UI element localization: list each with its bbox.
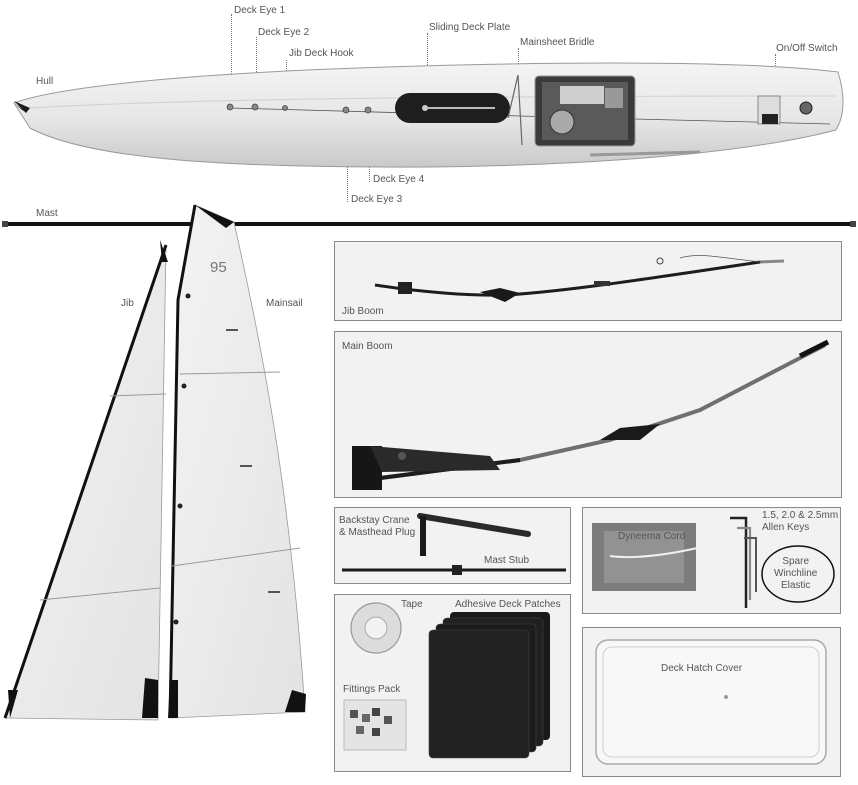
allen-key-3 xyxy=(744,537,757,592)
fittings-pack-label: Fittings Pack xyxy=(343,684,401,695)
deck-eye-2-label: Deck Eye 2 xyxy=(258,27,310,38)
leader-deck-eye-1 xyxy=(231,14,232,104)
fittings-pack xyxy=(343,699,407,751)
allen-key-1 xyxy=(730,516,748,608)
deck-eye-1-marker xyxy=(226,103,234,111)
allen-keys-label: Allen Keys xyxy=(762,522,810,533)
deck-hatch-cover xyxy=(595,639,827,765)
deck-eye-4-label: Deck Eye 4 xyxy=(373,174,425,185)
mast-label: Mast xyxy=(36,208,58,219)
allen-key-2 xyxy=(737,526,752,600)
backstay-crane xyxy=(417,513,531,537)
backstay-crane-label: Backstay Crane & Masthead Plug xyxy=(339,515,416,538)
jib-deck-hook-label: Jib Deck Hook xyxy=(289,48,354,59)
jib-boom-panel xyxy=(334,241,842,321)
mainsheet-bridle-label: Mainsheet Bridle xyxy=(520,37,595,48)
bow-tip xyxy=(14,101,30,113)
deck-eye-4-marker xyxy=(342,106,350,114)
adhesive-deck-patches-label: Adhesive Deck Patches xyxy=(455,599,561,610)
tape-label: Tape xyxy=(401,599,423,610)
spare-winchline-label: Spare Winchline Elastic xyxy=(774,556,818,591)
winchline-elastic xyxy=(761,545,835,603)
leader-deck-eye-2 xyxy=(256,37,257,104)
jib-deck-hook-marker xyxy=(282,105,288,111)
deck-eye-3-marker xyxy=(364,106,372,114)
mast-stub-label: Mast Stub xyxy=(484,555,530,566)
deck-eye-1-label: Deck Eye 1 xyxy=(234,5,286,16)
leader-mainsheet-bridle xyxy=(518,48,519,74)
deck-eye-2-marker xyxy=(251,103,259,111)
deck-patch-1 xyxy=(428,629,530,759)
hull-label: Hull xyxy=(36,76,54,87)
deck-eye-3-label: Deck Eye 3 xyxy=(351,194,403,205)
mainsail xyxy=(169,204,306,719)
mainsheet-bridle xyxy=(507,74,523,146)
dyneema-cord-label: Dyneema Cord xyxy=(618,531,686,542)
sliding-deck-plate-label: Sliding Deck Plate xyxy=(429,22,511,33)
allen-keys-sizes-label: 1.5, 2.0 & 2.5mm xyxy=(762,510,839,521)
jib-label: Jib xyxy=(121,298,134,309)
main-boom-label: Main Boom xyxy=(342,341,393,352)
jib-boom-label: Jib Boom xyxy=(342,306,384,317)
mast-rod xyxy=(4,222,854,226)
on-off-switch-label: On/Off Switch xyxy=(776,43,838,54)
jib-boom-rod xyxy=(374,260,761,297)
mainsail-number: 95 xyxy=(210,259,227,276)
mainsail-label: Mainsail xyxy=(266,298,303,309)
deck-hatch-cover-label: Deck Hatch Cover xyxy=(661,663,743,674)
